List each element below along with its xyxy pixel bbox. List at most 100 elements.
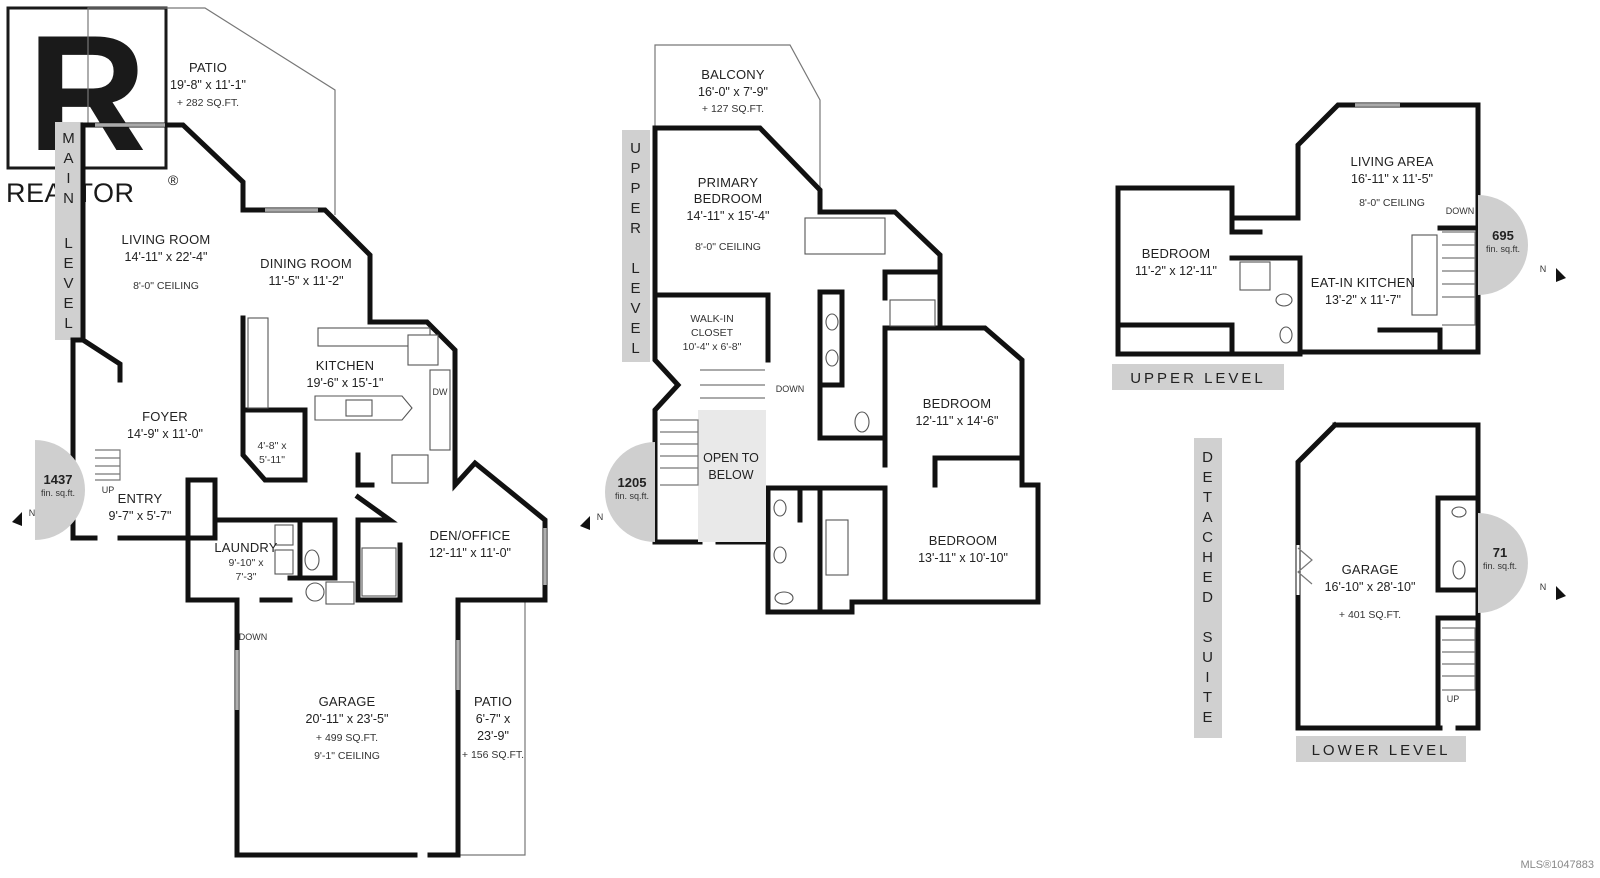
svg-text:A: A xyxy=(63,150,74,167)
svg-text:A: A xyxy=(1202,509,1213,526)
svg-text:H: H xyxy=(1202,549,1214,566)
svg-text:LIVING AREA: LIVING AREA xyxy=(1350,154,1433,169)
svg-text:N: N xyxy=(29,508,36,518)
kitchen-counter-side xyxy=(429,369,451,451)
realtor-logo-letter: R xyxy=(27,1,146,185)
svg-text:R: R xyxy=(630,220,642,237)
svg-text:DOWN: DOWN xyxy=(1446,206,1475,216)
room-patio-top: PATIO 19'-8" x 11'-1" + 282 SQ.FT. xyxy=(170,60,246,109)
room-suite-living: LIVING AREA 16'-11" x 11'-5" 8'-0" CEILI… xyxy=(1350,154,1433,209)
svg-text:I: I xyxy=(66,170,71,187)
room-dining-room: DINING ROOM 11'-5" x 11'-2" xyxy=(260,256,352,288)
svg-text:12'-11" x 11'-0": 12'-11" x 11'-0" xyxy=(429,546,511,560)
svg-text:19'-6" x 15'-1": 19'-6" x 15'-1" xyxy=(307,376,384,390)
svg-text:C: C xyxy=(1202,529,1214,546)
main-level-area-badge: 1437 fin. sq.ft. xyxy=(35,440,85,540)
room-kitchen: KITCHEN 19'-6" x 15'-1" xyxy=(307,358,384,390)
svg-text:+ 499 SQ.FT.: + 499 SQ.FT. xyxy=(316,732,378,744)
room-bedroom-upper-2: BEDROOM 13'-11" x 10'-10" xyxy=(918,533,1008,565)
svg-text:L: L xyxy=(64,235,73,252)
svg-text:12'-11" x 14'-6": 12'-11" x 14'-6" xyxy=(916,414,999,428)
svg-text:14'-11" x 22'-4": 14'-11" x 22'-4" xyxy=(125,250,208,264)
svg-text:DINING ROOM: DINING ROOM xyxy=(260,256,352,271)
room-walkin-closet: WALK-IN CLOSET 10'-4" x 6'-8" xyxy=(683,313,742,353)
svg-text:I: I xyxy=(1205,669,1210,686)
svg-text:fin. sq.ft.: fin. sq.ft. xyxy=(1483,561,1517,571)
toilet xyxy=(304,549,320,571)
svg-text:E: E xyxy=(1202,469,1213,486)
room-pantry: 4'-8" x 5'-11" xyxy=(257,440,287,466)
svg-text:BEDROOM: BEDROOM xyxy=(923,396,992,411)
svg-text:10'-4" x 6'-8": 10'-4" x 6'-8" xyxy=(683,341,742,353)
north-arrow-icon: N xyxy=(1540,264,1566,282)
room-den-office: DEN/OFFICE 12'-11" x 11'-0" xyxy=(429,528,511,560)
svg-text:fin. sq.ft.: fin. sq.ft. xyxy=(41,488,75,498)
svg-text:71: 71 xyxy=(1493,545,1507,560)
svg-text:GARAGE: GARAGE xyxy=(319,694,376,709)
foyer-stairs xyxy=(95,449,121,481)
suite-tub xyxy=(1239,261,1271,291)
svg-text:UP: UP xyxy=(1447,694,1460,704)
suite-upper-level-label: UPPER LEVEL xyxy=(1130,370,1266,387)
svg-text:E: E xyxy=(630,280,641,297)
svg-text:+ 282 SQ.FT.: + 282 SQ.FT. xyxy=(177,97,239,109)
svg-text:KITCHEN: KITCHEN xyxy=(316,358,374,373)
svg-text:PRIMARY: PRIMARY xyxy=(698,175,759,190)
svg-text:13'-11" x 10'-10": 13'-11" x 10'-10" xyxy=(918,551,1008,565)
svg-text:fin. sq.ft.: fin. sq.ft. xyxy=(615,491,649,501)
room-suite-kitchen: EAT-IN KITCHEN 13'-2" x 11'-7" xyxy=(1311,275,1415,307)
realtor-logo: R REALTOR ® xyxy=(6,1,179,208)
mls-number: MLS®1047883 xyxy=(1520,859,1594,871)
svg-text:GARAGE: GARAGE xyxy=(1342,562,1399,577)
svg-text:FOYER: FOYER xyxy=(142,409,188,424)
svg-text:BEDROOM: BEDROOM xyxy=(694,191,763,206)
svg-text:6'-7" x: 6'-7" x xyxy=(476,712,511,726)
svg-text:BELOW: BELOW xyxy=(708,468,753,482)
suite-lower-stairs xyxy=(1442,627,1476,691)
svg-text:DEN/OFFICE: DEN/OFFICE xyxy=(430,528,511,543)
svg-text:695: 695 xyxy=(1492,228,1514,243)
svg-text:N: N xyxy=(597,512,604,522)
svg-text:E: E xyxy=(63,255,74,272)
svg-text:WALK-IN: WALK-IN xyxy=(690,313,733,325)
svg-text:+ 127 SQ.FT.: + 127 SQ.FT. xyxy=(702,103,764,115)
svg-text:8'-0" CEILING: 8'-0" CEILING xyxy=(1359,197,1425,209)
svg-text:20'-11" x 23'-5": 20'-11" x 23'-5" xyxy=(306,712,389,726)
svg-text:P: P xyxy=(630,180,641,197)
svg-text:fin. sq.ft.: fin. sq.ft. xyxy=(1486,244,1520,254)
north-arrow-icon: N xyxy=(1540,582,1566,600)
suite-lower-area-badge: 71 fin. sq.ft. xyxy=(1478,513,1528,613)
laundry-sink xyxy=(274,549,294,575)
suite-upper-area-badge: 695 fin. sq.ft. xyxy=(1478,195,1528,295)
svg-text:LIVING ROOM: LIVING ROOM xyxy=(122,232,211,247)
room-suite-garage: GARAGE 16'-10" x 28'-10" + 401 SQ.FT. xyxy=(1325,562,1416,621)
suite-kitchen-counter xyxy=(1411,234,1438,316)
svg-text:9'-1" CEILING: 9'-1" CEILING xyxy=(314,750,380,762)
kitchen-range xyxy=(391,454,429,484)
svg-text:BEDROOM: BEDROOM xyxy=(1142,246,1211,261)
svg-text:4'-8" x: 4'-8" x xyxy=(257,440,287,452)
suite-lower-level-label: LOWER LEVEL xyxy=(1312,742,1451,759)
svg-text:+ 401 SQ.FT.: + 401 SQ.FT. xyxy=(1339,609,1401,621)
svg-text:14'-11" x 15'-4": 14'-11" x 15'-4" xyxy=(687,209,770,223)
svg-text:BEDROOM: BEDROOM xyxy=(929,533,998,548)
room-garage-main: GARAGE 20'-11" x 23'-5" + 499 SQ.FT. 9'-… xyxy=(306,694,389,762)
bathtub xyxy=(825,519,849,576)
svg-text:V: V xyxy=(63,275,74,292)
shower xyxy=(361,547,397,597)
svg-text:T: T xyxy=(1203,489,1213,506)
kitchen-counter-left xyxy=(247,317,269,409)
room-patio-side: PATIO 6'-7" x 23'-9" + 156 SQ.FT. xyxy=(462,694,524,761)
upper-level-plan: U P P E R L E V E L xyxy=(580,44,1041,615)
toilet xyxy=(1452,560,1466,580)
room-balcony: BALCONY 16'-0" x 7'-9" + 127 SQ.FT. xyxy=(698,67,768,115)
svg-text:U: U xyxy=(630,140,642,157)
svg-text:D: D xyxy=(1202,589,1214,606)
svg-text:+ 156 SQ.FT.: + 156 SQ.FT. xyxy=(462,749,524,761)
svg-text:5'-11": 5'-11" xyxy=(259,454,285,466)
north-arrow-icon: N xyxy=(580,512,603,530)
svg-text:BALCONY: BALCONY xyxy=(701,67,765,82)
toilet xyxy=(854,411,870,433)
svg-text:PATIO: PATIO xyxy=(189,60,227,75)
